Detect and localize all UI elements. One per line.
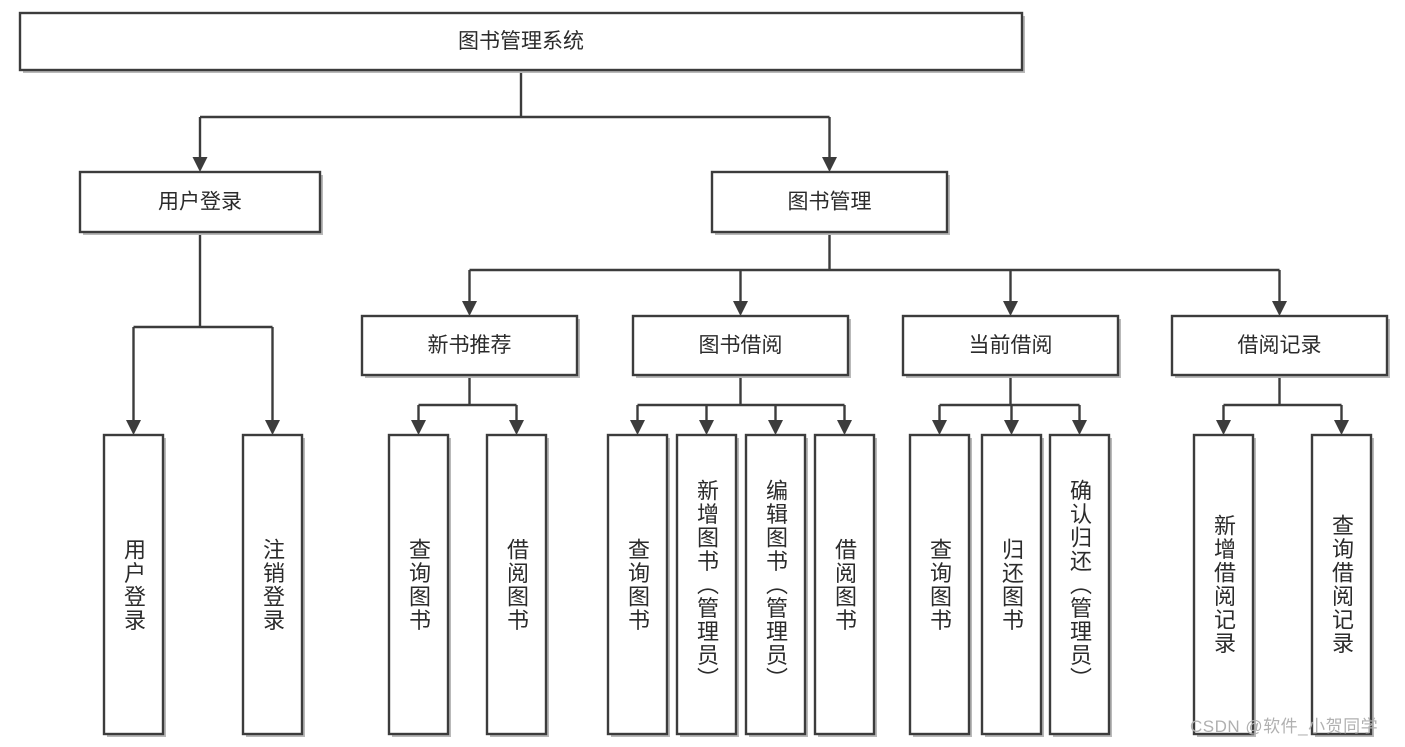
node-box-user-login[interactable] — [78, 170, 322, 234]
node-box-leaf-query-record[interactable] — [1310, 433, 1373, 736]
node-box-leaf-add-book[interactable] — [675, 433, 738, 736]
current-borrow-to-leaf-query-book-3-arrowhead — [932, 420, 947, 435]
node-box-book-manage[interactable] — [710, 170, 949, 234]
label-new-book-rec: 新书推荐 — [428, 334, 512, 357]
user-login-to-leaf-logout-arrowhead — [265, 420, 280, 435]
node-box-leaf-query-book-3[interactable] — [908, 433, 971, 736]
node-box-leaf-borrow-book-1[interactable] — [485, 433, 548, 736]
node-box-leaf-confirm-return[interactable] — [1048, 433, 1111, 736]
borrow-record-to-leaf-add-record-arrowhead — [1216, 420, 1231, 435]
current-borrow-to-leaf-return-book-arrowhead — [1004, 420, 1019, 435]
node-box-leaf-logout[interactable] — [241, 433, 304, 736]
book-borrow-to-leaf-query-book-2-arrowhead — [630, 420, 645, 435]
root-to-user-login-arrowhead — [192, 157, 208, 172]
node-box-borrow-record[interactable] — [1170, 314, 1389, 377]
node-box-leaf-query-book-2[interactable] — [606, 433, 669, 736]
node-box-new-book-rec[interactable] — [360, 314, 579, 377]
node-box-leaf-add-record[interactable] — [1192, 433, 1255, 736]
connector-layer — [126, 70, 1349, 435]
root-to-book-manage-arrowhead — [822, 157, 837, 172]
bm-to-current-borrow-arrowhead — [1003, 301, 1018, 316]
book-borrow-to-leaf-edit-book-arrowhead — [768, 420, 783, 435]
current-borrow-to-leaf-confirm-return-arrowhead — [1072, 420, 1087, 435]
label-borrow-record: 借阅记录 — [1238, 334, 1322, 357]
book-borrow-to-leaf-add-book-arrowhead — [699, 420, 714, 435]
book-borrow-to-leaf-borrow-book-2-arrowhead — [837, 420, 852, 435]
bm-to-book-borrow-arrowhead — [733, 301, 748, 316]
new-book-rec-to-leaf-borrow-book-1-arrowhead — [509, 420, 524, 435]
label-user-login: 用户登录 — [158, 191, 242, 214]
node-box-leaf-borrow-book-2[interactable] — [813, 433, 876, 736]
borrow-record-to-leaf-query-record-arrowhead — [1334, 420, 1349, 435]
node-box-leaf-user-login[interactable] — [102, 433, 165, 736]
node-box-leaf-return-book[interactable] — [980, 433, 1043, 736]
node-box-leaf-query-book-1[interactable] — [387, 433, 450, 736]
label-current-borrow: 当前借阅 — [969, 334, 1053, 357]
node-box-current-borrow[interactable] — [901, 314, 1120, 377]
node-box-layer — [18, 11, 1390, 737]
user-login-to-leaf-user-login-arrowhead — [126, 420, 141, 435]
label-book-manage: 图书管理 — [788, 191, 872, 214]
watermark-label: CSDN @软件_小贺同学 — [1190, 717, 1379, 736]
node-box-book-borrow[interactable] — [631, 314, 850, 377]
node-box-root[interactable] — [18, 11, 1024, 72]
root-label: 图书管理系统 — [458, 30, 584, 53]
label-book-borrow: 图书借阅 — [699, 334, 783, 357]
new-book-rec-to-leaf-query-book-1-arrowhead — [411, 420, 426, 435]
node-box-leaf-edit-book[interactable] — [744, 433, 807, 736]
bm-to-borrow-record-arrowhead — [1272, 301, 1287, 316]
bm-to-new-book-rec-arrowhead — [462, 301, 477, 316]
